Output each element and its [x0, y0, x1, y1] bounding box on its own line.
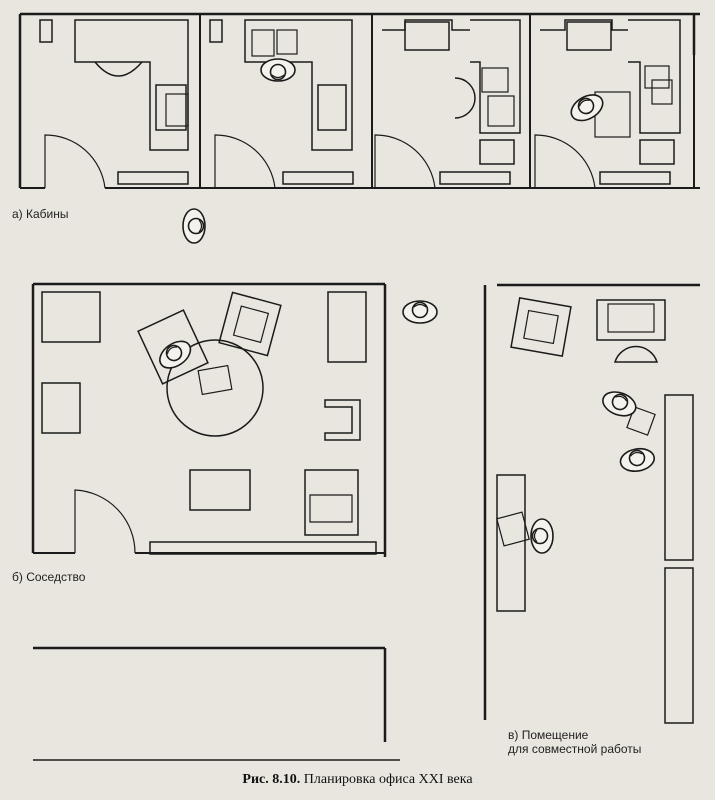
bottom-room-outline: [33, 646, 400, 761]
label-neighborhood: б) Соседство: [12, 570, 86, 584]
label-cabins: а) Кабины: [12, 207, 69, 221]
figure-title: Планировка офиса XXI века: [303, 772, 473, 787]
figure-caption: Рис. 8.10. Планировка офиса XXI века: [0, 772, 715, 788]
figure-number: Рис. 8.10.: [242, 772, 301, 787]
cabins-section: [18, 12, 700, 189]
label-collab-line2: для совместной работы: [508, 742, 642, 756]
collab-section: [483, 283, 700, 724]
neighborhood-section: [31, 282, 387, 557]
people: [154, 58, 657, 554]
label-collab-line1: в) Помещение: [508, 728, 589, 742]
